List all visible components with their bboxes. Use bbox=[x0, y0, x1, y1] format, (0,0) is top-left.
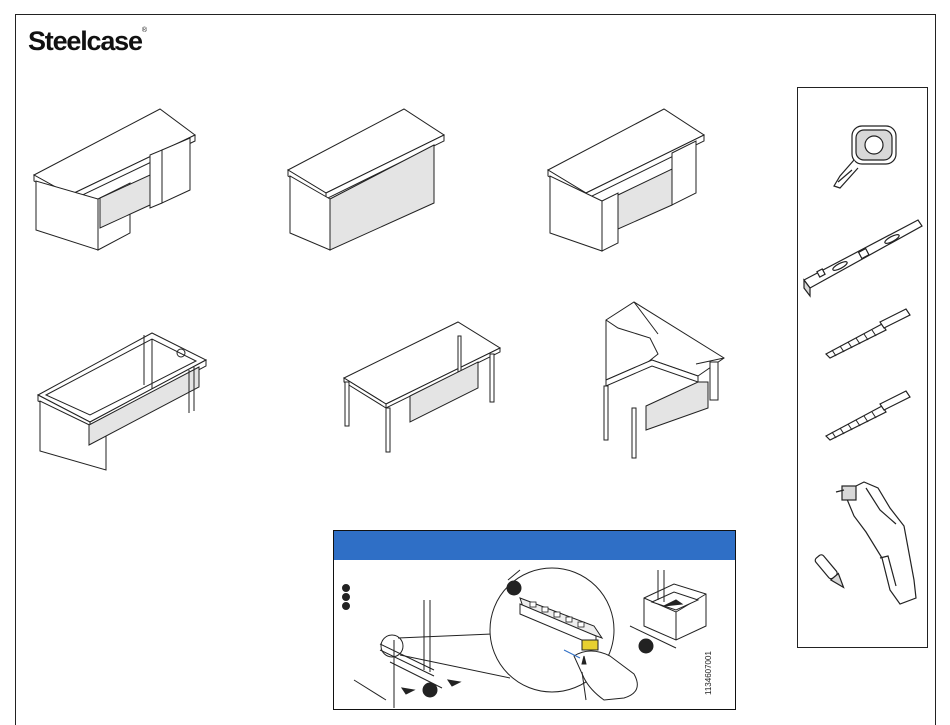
level-icon bbox=[800, 214, 926, 304]
desk-double-pedestal-illustration bbox=[30, 105, 200, 255]
table-desk-legs-illustration bbox=[340, 318, 510, 458]
corner-desk-illustration bbox=[598, 298, 733, 463]
page-border-top bbox=[15, 14, 936, 15]
document-number: 1134607001 bbox=[704, 651, 713, 695]
warning-header-bar bbox=[334, 531, 735, 560]
drill-bit-icon bbox=[822, 306, 912, 360]
desk-full-panel-illustration bbox=[284, 105, 454, 255]
drawer-release-illustration bbox=[334, 560, 735, 709]
page-border-right bbox=[935, 14, 936, 725]
power-drill-icon bbox=[806, 480, 922, 608]
brand-name: Steelcase bbox=[28, 26, 142, 56]
steelcase-logo: Steelcase® bbox=[28, 26, 147, 57]
brand-registered-mark: ® bbox=[142, 27, 147, 34]
desk-single-pedestal-illustration bbox=[544, 105, 714, 255]
tools-required-panel bbox=[797, 87, 928, 648]
drill-bit-icon bbox=[822, 388, 912, 442]
warning-instruction-box bbox=[333, 530, 736, 710]
tape-measure-icon bbox=[828, 120, 902, 198]
desk-frame-open-illustration bbox=[34, 325, 214, 475]
page-border-left bbox=[15, 14, 16, 725]
